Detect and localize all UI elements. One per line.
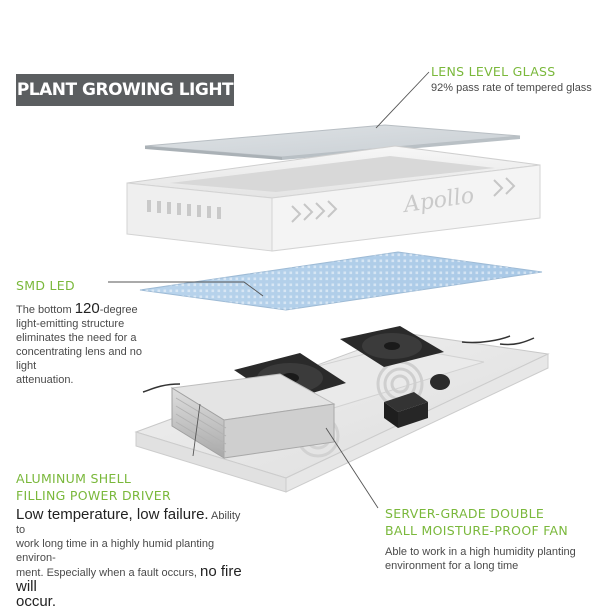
aluminum-line4: occur. [16, 593, 57, 610]
fan-line2: environment for a long time [385, 560, 519, 572]
smd-line4: concentrating lens and no light [16, 346, 142, 372]
aluminum-line3-emphasis: no fire will [16, 563, 242, 595]
lens-glass-callout: LENS LEVEL GLASS 92% pass rate of temper… [431, 63, 592, 95]
smd-line3: eliminates the need for a [16, 332, 137, 344]
smd-angle-value: 120 [74, 300, 100, 317]
aluminum-power-driver [170, 373, 336, 459]
smd-line5: attenuation. [16, 374, 74, 386]
aluminum-line1-post: Ability to [16, 510, 241, 536]
smd-line1-post: -degree [99, 304, 138, 316]
fan-heading-1: SERVER-GRADE DOUBLE [385, 506, 545, 521]
aluminum-driver-callout: ALUMINUM SHELL FILLING POWER DRIVER Low … [16, 470, 246, 610]
fan-callout: SERVER-GRADE DOUBLE BALL MOISTURE-PROOF … [385, 505, 595, 573]
cooling-fan-right [340, 326, 444, 367]
aluminum-heading-1: ALUMINUM SHELL [16, 471, 132, 486]
fan-heading-2: BALL MOISTURE-PROOF FAN [385, 523, 569, 538]
aluminum-lead: Low temperature, low failure. [16, 506, 209, 523]
aluminum-heading-2: FILLING POWER DRIVER [16, 488, 171, 503]
control-knob [430, 374, 450, 390]
smd-line2: light-emitting structure [16, 318, 125, 330]
smd-line1-pre: The bottom [16, 304, 75, 316]
fan-line1: Able to work in a high humidity planting [385, 546, 576, 558]
aluminum-line2: work long time in a highly humid plantin… [16, 538, 215, 564]
upper-frame: Apollo [126, 145, 541, 252]
smd-led-board [139, 251, 543, 311]
lens-glass-heading: LENS LEVEL GLASS [431, 64, 556, 79]
lens-glass-description: 92% pass rate of tempered glass [431, 82, 592, 94]
power-cables [142, 335, 535, 393]
smd-led-heading: SMD LED [16, 278, 75, 293]
power-connector [384, 392, 428, 428]
callout-lines [108, 71, 430, 509]
aluminum-line3-pre: ment. Especially when a fault occurs, [16, 567, 201, 579]
smd-led-callout: SMD LED The bottom 120-degree light-emit… [16, 277, 156, 387]
page-title: PLANT GROWING LIGHT [16, 74, 234, 106]
